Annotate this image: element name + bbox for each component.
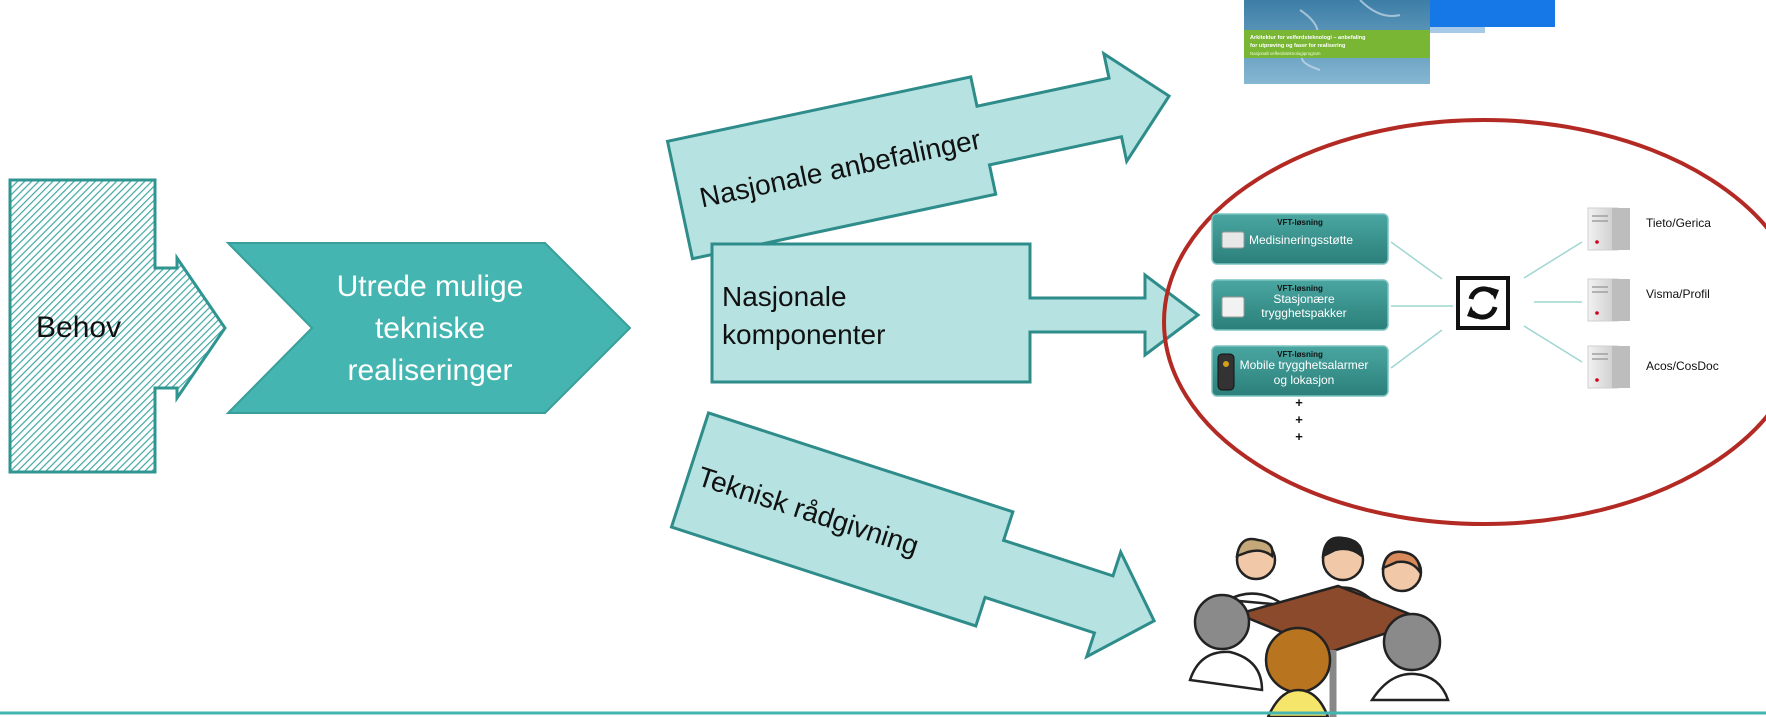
system-label-tieto: Tieto/Gerica xyxy=(1646,216,1711,230)
komponenter-arrow: Nasjonale komponenter xyxy=(710,242,1201,384)
mobile-alarm-button-icon xyxy=(1223,361,1229,367)
solution-button-mobile-alarmer[interactable]: VFT-løsning Mobile trygghetsalarmer og l… xyxy=(1211,345,1389,397)
report-title-line-2: for utprøving og faser for realisering xyxy=(1250,43,1345,49)
report-subtitle: Nasjonalt velferdsteknologiprogram xyxy=(1250,51,1321,56)
solution-button-medisinering[interactable]: VFT-løsning Medisineringsstøtte xyxy=(1211,213,1389,265)
komponenter-line-1: Nasjonale xyxy=(722,281,847,312)
utrede-chevron: Utrede mulige tekniske realiseringer xyxy=(225,242,632,414)
meeting-clipart xyxy=(1188,536,1450,717)
solution-button-trygghetspakker[interactable]: VFT-løsning Stasjonære trygghetspakker xyxy=(1211,279,1389,331)
utrede-line-2: tekniske xyxy=(375,312,485,345)
components-ellipse xyxy=(1162,118,1766,526)
mobile-alarm-icon xyxy=(1217,353,1235,391)
behov-label: Behov xyxy=(36,311,121,344)
solution-label-line-2: og lokasjon xyxy=(1274,373,1335,387)
report-title-line-1: Arkitektur for velferdsteknologi – anbef… xyxy=(1250,35,1366,41)
system-label-acos: Acos/CosDoc xyxy=(1646,359,1719,373)
solution-label-line-2: trygghetspakker xyxy=(1261,306,1346,320)
report-cover-image: Arkitektur for velferdsteknologi – anbef… xyxy=(1244,0,1555,84)
utrede-line-1: Utrede mulige xyxy=(337,270,524,303)
anbefalinger-arrow: Nasjonale anbefalinger xyxy=(665,50,1172,261)
komponenter-line-2: komponenter xyxy=(722,319,885,350)
solution-label-line-1: Mobile trygghetsalarmer xyxy=(1240,358,1369,372)
sync-icon xyxy=(1456,276,1510,330)
server-icon-visma xyxy=(1587,278,1630,322)
server-icon-acos xyxy=(1587,345,1630,389)
more-mark-3: + xyxy=(1295,429,1303,444)
teknisk-arrow: Teknisk rådgivning xyxy=(669,411,1157,660)
solution-label-line-1: Stasjonære xyxy=(1273,292,1335,306)
connector-lines xyxy=(1390,241,1583,369)
system-label-visma: Visma/Profil xyxy=(1646,287,1710,301)
more-mark-1: + xyxy=(1295,395,1303,410)
solution-label: Medisineringsstøtte xyxy=(1249,233,1353,247)
more-mark-2: + xyxy=(1295,412,1303,427)
pillbox-icon xyxy=(1221,231,1245,249)
vft-tag: VFT-løsning xyxy=(1277,218,1323,227)
safety-alarm-icon xyxy=(1221,296,1245,318)
vft-tag: VFT-løsning xyxy=(1277,350,1323,359)
server-icon-tieto xyxy=(1587,207,1630,251)
utrede-line-3: realiseringer xyxy=(347,354,512,387)
vft-tag: VFT-løsning xyxy=(1277,284,1323,293)
behov-shape: Behov xyxy=(8,178,227,474)
